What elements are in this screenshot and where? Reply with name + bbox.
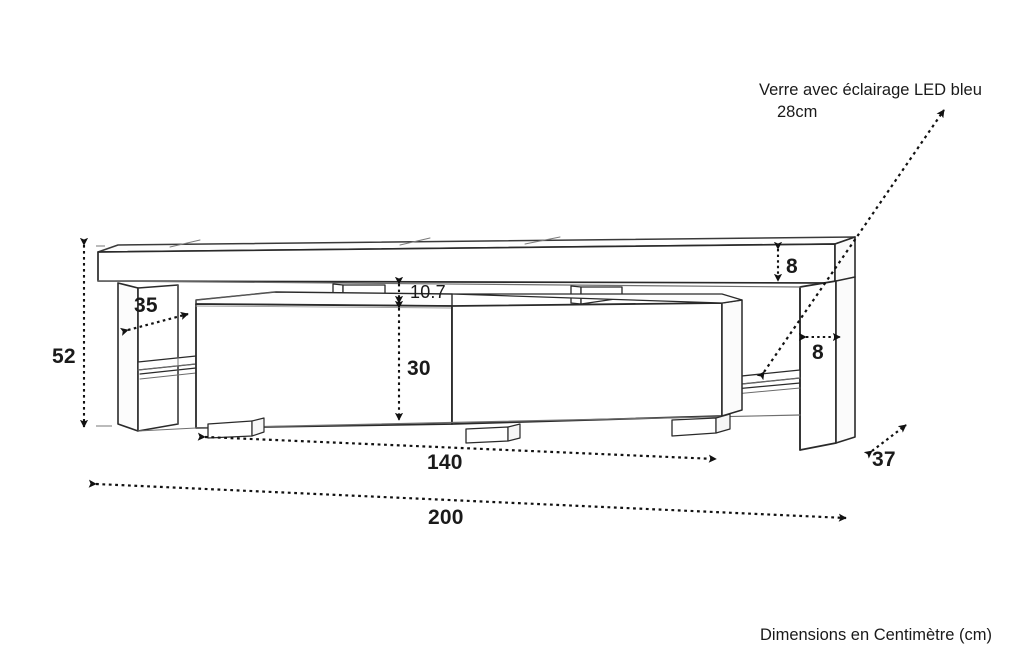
right-side-panel [799, 276, 856, 451]
dim-label-height-total: 52 [52, 345, 76, 368]
furniture-body [97, 236, 856, 451]
led-leader-arrow [756, 109, 945, 381]
dim-label-drawer-height: 30 [407, 357, 431, 380]
bottom-panel [137, 414, 801, 432]
dim-label-side-panel-width: 8 [812, 341, 824, 364]
led-note-line1: Verre avec éclairage LED bleu [759, 81, 982, 99]
dimline-depth [863, 424, 907, 459]
dim-label-depth: 37 [872, 448, 896, 471]
right-drawer [451, 293, 743, 425]
dim-label-side-depth: 35 [134, 294, 158, 317]
left-drawer [195, 291, 453, 429]
back-panel [97, 280, 801, 425]
units-caption: Dimensions en Centimètre (cm) [760, 626, 992, 644]
dimline-side-depth [119, 311, 189, 336]
dimline-drawer-span [197, 432, 717, 463]
dimline-width-total [88, 479, 847, 522]
dim-label-top-gap: 10.7 [410, 282, 446, 302]
led-note-line2: 28cm [777, 103, 818, 121]
dimension-lines [79, 109, 945, 522]
dim-label-width-total: 200 [428, 506, 464, 529]
top-panel [97, 236, 856, 284]
dim-label-top-thickness: 8 [786, 255, 798, 278]
dim-label-drawer-span: 140 [427, 451, 463, 474]
dimline-height-total [79, 237, 112, 428]
